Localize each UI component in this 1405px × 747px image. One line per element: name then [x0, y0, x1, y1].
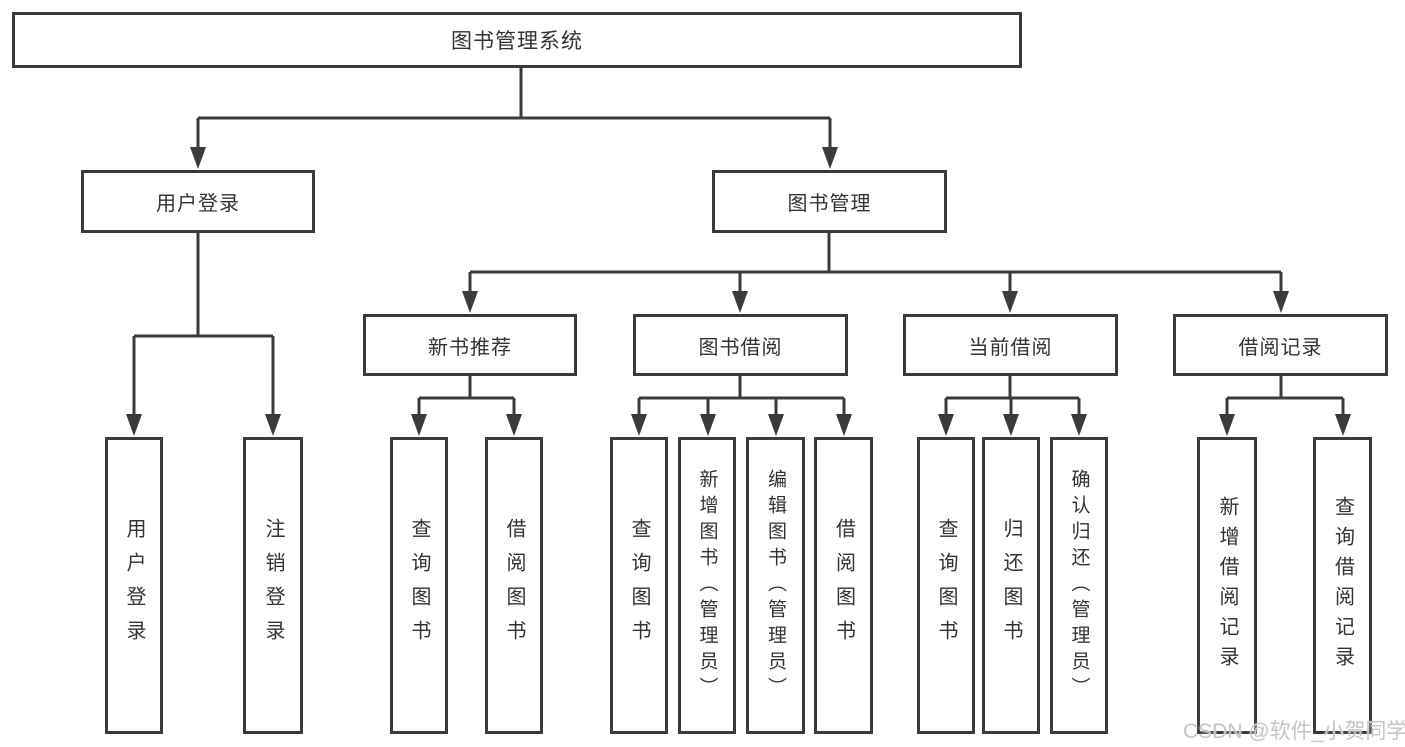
leaf-user-login: 用户登录 — [105, 437, 163, 734]
node-book-management: 图书管理 — [712, 170, 947, 233]
leaf-query-books-current-label: 查询图书 — [935, 517, 957, 654]
leaf-logout-label: 注销登录 — [262, 517, 284, 654]
node-book-borrow: 图书借阅 — [633, 314, 848, 376]
node-current-borrow: 当前借阅 — [903, 314, 1118, 376]
leaf-query-borrow-record-label: 查询借阅记录 — [1331, 495, 1354, 676]
leaf-query-books-current: 查询图书 — [917, 437, 975, 734]
watermark: CSDN @软件_小贺同学 — [1183, 720, 1405, 743]
node-borrow-records-label: 借阅记录 — [1238, 336, 1323, 359]
node-current-borrow-label: 当前借阅 — [968, 336, 1053, 359]
leaf-query-borrow-record: 查询借阅记录 — [1313, 437, 1372, 734]
leaf-return-books: 归还图书 — [982, 437, 1040, 734]
leaf-borrow-books-recommend-label: 借阅图书 — [503, 517, 525, 654]
leaf-edit-books-admin: 编辑图书（管理员） — [746, 437, 805, 734]
node-new-book-recommend-label: 新书推荐 — [428, 336, 512, 359]
leaf-borrow-books-recommend: 借阅图书 — [485, 437, 543, 734]
leaf-confirm-return-admin: 确认归还（管理员） — [1050, 437, 1108, 734]
leaf-query-books-recommend-label: 查询图书 — [408, 517, 430, 654]
node-book-management-label: 图书管理 — [787, 193, 872, 215]
leaf-query-books-borrow-label: 查询图书 — [628, 517, 650, 654]
node-borrow-records: 借阅记录 — [1173, 314, 1388, 376]
leaf-add-books-admin-label: 新增图书（管理员） — [696, 468, 718, 703]
node-root-label: 图书管理系统 — [451, 30, 583, 53]
node-book-borrow-label: 图书借阅 — [698, 336, 783, 359]
leaf-query-books-borrow: 查询图书 — [610, 437, 668, 734]
leaf-query-books-recommend: 查询图书 — [390, 437, 448, 734]
leaf-add-borrow-record-label: 新增借阅记录 — [1216, 495, 1238, 676]
leaf-return-books-label: 归还图书 — [1000, 517, 1022, 654]
leaf-add-books-admin: 新增图书（管理员） — [678, 437, 736, 734]
leaf-borrow-books-label: 借阅图书 — [832, 517, 855, 654]
node-user-login-label: 用户登录 — [156, 193, 240, 215]
leaf-borrow-books: 借阅图书 — [814, 437, 873, 734]
node-new-book-recommend: 新书推荐 — [363, 314, 577, 376]
node-user-login: 用户登录 — [81, 170, 315, 233]
leaf-edit-books-admin-label: 编辑图书（管理员） — [765, 468, 786, 703]
node-root: 图书管理系统 — [12, 12, 1022, 68]
leaf-user-login-label: 用户登录 — [123, 517, 145, 654]
leaf-confirm-return-admin-label: 确认归还（管理员） — [1068, 468, 1090, 703]
leaf-logout: 注销登录 — [243, 437, 303, 734]
leaf-add-borrow-record: 新增借阅记录 — [1197, 437, 1257, 734]
arrowhead-icons — [126, 147, 1351, 436]
